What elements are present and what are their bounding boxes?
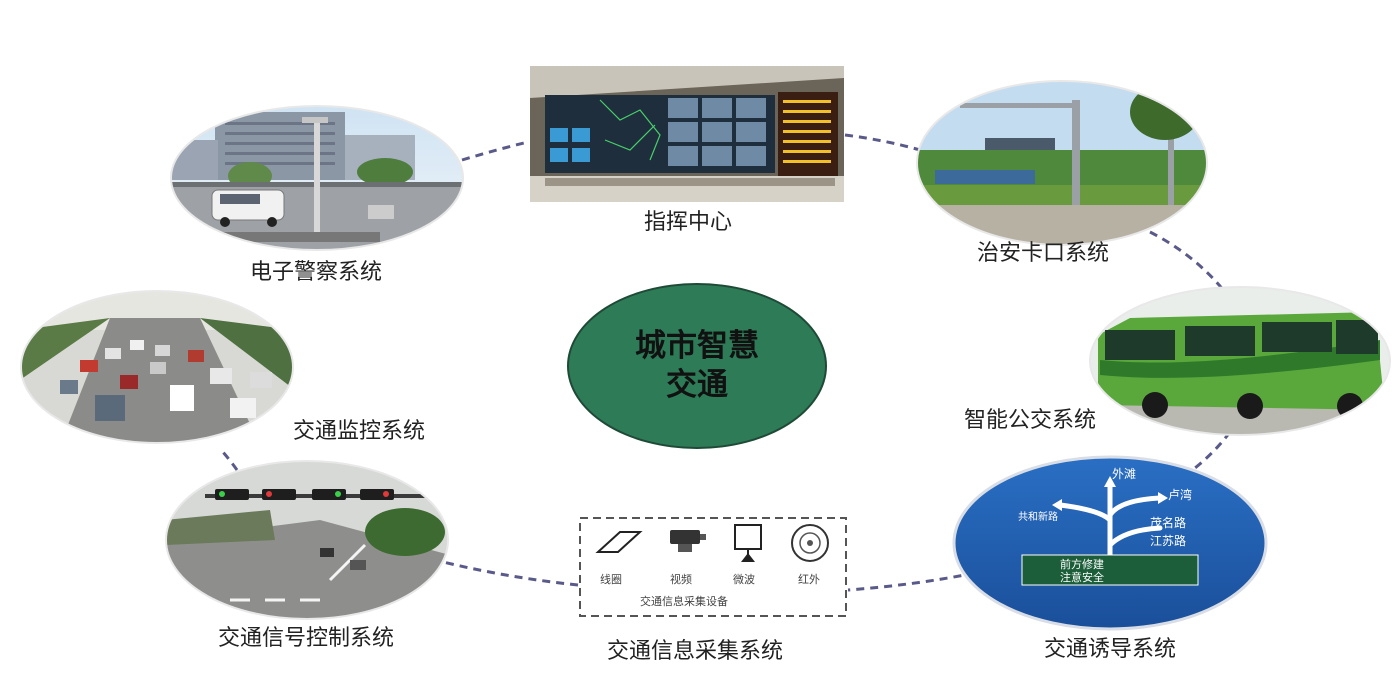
connector-signal-monitor (220, 450, 239, 471)
label-traffic-guidance: 交通诱导系统 (1043, 637, 1177, 662)
photo-command-center (530, 66, 844, 202)
guidance-sign: 外滩 卢湾 茂名路 江苏路 共和新路 前方修建 注意安全 (952, 455, 1268, 631)
photo-signal-control-rim (165, 460, 449, 620)
label-security-checkpoint: 治安卡口系统 (976, 241, 1110, 266)
infrared-device-icon (791, 524, 829, 562)
microwave-label: 微波 (733, 572, 755, 586)
label-electronic-police: 电子警察系统 (249, 260, 383, 285)
photo-traffic-monitor (21, 291, 293, 443)
sign-right2-text: 茂名路 (1150, 515, 1186, 530)
coil-device-icon (595, 531, 643, 553)
label-info-collection: 交通信息采集系统 (606, 639, 784, 664)
sign-bottom1-text: 前方修建 (1060, 557, 1104, 571)
connector-checkpoint-bus (1149, 230, 1227, 293)
video-camera-icon (670, 530, 706, 552)
photo-signal-control (166, 461, 448, 619)
collection-devices-box: 线圈 视频 微波 红外 交通信息采集设备 (579, 517, 847, 617)
connector-command-checkpoint (844, 133, 921, 152)
photo-security-checkpoint-rim (916, 80, 1208, 246)
center-title-line2: 交通 (666, 367, 728, 403)
coil-label: 线圈 (600, 572, 622, 586)
connector-police-command (461, 140, 529, 162)
microwave-device-icon (734, 524, 762, 562)
label-command-center: 指挥中心 (643, 210, 733, 235)
sign-top-text: 外滩 (1112, 467, 1136, 481)
center-title-line1: 城市智慧 (635, 328, 759, 365)
photo-smart-bus-rim (1089, 286, 1391, 436)
photo-traffic-monitor-rim (20, 290, 294, 444)
photo-smart-bus (1090, 287, 1390, 435)
sign-left-text: 共和新路 (1018, 510, 1058, 523)
connector-bus-guide (1194, 431, 1232, 470)
video-label: 视频 (670, 572, 692, 586)
connector-guide-collect (847, 571, 976, 592)
sign-right3-text: 江苏路 (1150, 533, 1186, 548)
devices-caption: 交通信息采集设备 (640, 594, 728, 608)
label-signal-control: 交通信号控制系统 (217, 626, 395, 651)
sign-bottom2-text: 注意安全 (1060, 570, 1104, 584)
infrared-label: 红外 (798, 573, 820, 586)
connector-collect-signal (442, 560, 579, 587)
label-smart-bus: 智能公交系统 (963, 408, 1097, 433)
sign-right1-text: 卢湾 (1168, 487, 1192, 502)
photo-electronic-police-rim (170, 105, 464, 251)
center-node: 城市智慧 交通 (567, 283, 827, 449)
label-traffic-monitor: 交通监控系统 (292, 419, 426, 444)
